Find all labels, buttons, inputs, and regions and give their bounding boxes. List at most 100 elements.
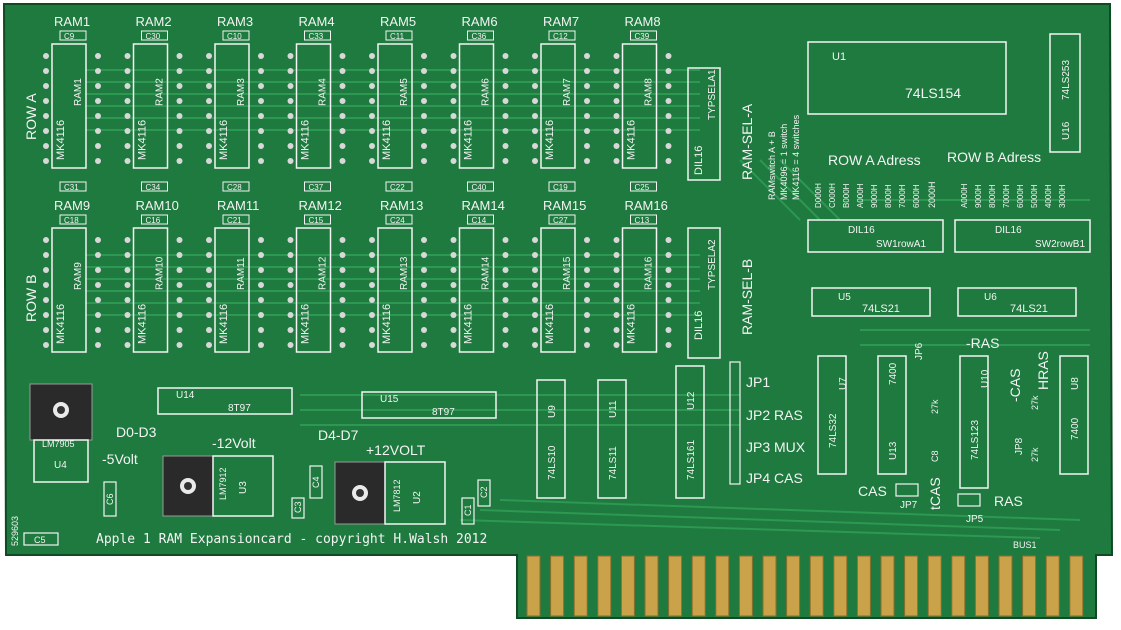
ram-ref-label: RAM1 bbox=[54, 14, 90, 29]
cap-label: C33 bbox=[309, 32, 324, 41]
svg-text:U16: U16 bbox=[1061, 121, 1072, 140]
edge-finger bbox=[597, 555, 612, 617]
edge-finger bbox=[691, 555, 706, 617]
edge-finger bbox=[904, 555, 919, 617]
address-value: 6000H bbox=[1016, 184, 1025, 208]
ram-ref-label: RAM11 bbox=[217, 198, 259, 213]
edge-finger bbox=[668, 555, 683, 617]
svg-text:74LS154: 74LS154 bbox=[905, 85, 961, 101]
svg-text:U12: U12 bbox=[686, 391, 697, 410]
ram-part-label: MK4116 bbox=[55, 120, 67, 160]
board-title: Apple 1 RAM Expansioncard - copyright H.… bbox=[96, 532, 487, 547]
svg-text:74LS253: 74LS253 bbox=[1061, 60, 1072, 100]
svg-text:74LS161: 74LS161 bbox=[686, 440, 697, 480]
u16-74ls253: 74LS253 U16 bbox=[1049, 33, 1081, 153]
ram-part-label: MK4116 bbox=[300, 120, 312, 160]
svg-text:MK4116 = 4 switches: MK4116 = 4 switches bbox=[791, 114, 801, 200]
svg-text:-5Volt: -5Volt bbox=[102, 451, 138, 467]
edge-finger bbox=[856, 555, 871, 617]
ram-part-label: MK4116 bbox=[626, 120, 638, 160]
cap-label: C40 bbox=[472, 183, 487, 192]
ras-top-label: -RAS bbox=[966, 335, 999, 351]
ramsel-b: DIL16 TYPSELA2 RAM-SEL-B bbox=[687, 227, 755, 359]
ram-ref-label: RAM3 bbox=[217, 14, 253, 29]
svg-text:U15: U15 bbox=[380, 394, 399, 405]
trace-layer bbox=[85, 69, 1090, 539]
u12-74ls161: 74LS161 U12 bbox=[675, 365, 705, 499]
svg-text:U10: U10 bbox=[980, 369, 991, 388]
ram-chip-label: RAM4 bbox=[318, 78, 329, 106]
ram-ref-label: RAM4 bbox=[299, 14, 335, 29]
svg-text:JP1: JP1 bbox=[746, 374, 770, 390]
address-value: 8000H bbox=[884, 184, 893, 208]
edge-finger bbox=[573, 555, 588, 617]
ram-part-label: MK4116 bbox=[300, 304, 312, 344]
cas-side-label: -CAS bbox=[1007, 369, 1023, 402]
svg-text:JP2 RAS: JP2 RAS bbox=[746, 407, 803, 423]
edge-finger bbox=[974, 555, 989, 617]
u13-7400: 7400 U13 bbox=[877, 355, 907, 475]
cap-label: C28 bbox=[227, 183, 242, 192]
edge-finger bbox=[762, 555, 777, 617]
ram-ref-label: RAM10 bbox=[136, 198, 179, 213]
u7-74ls32: 74LS32 U7 bbox=[817, 355, 849, 475]
svg-text:MK4096 = 1 switch: MK4096 = 1 switch bbox=[779, 124, 789, 200]
r27k-a: 27k bbox=[930, 399, 940, 414]
svg-text:74LS123: 74LS123 bbox=[970, 420, 981, 460]
ram-chip-label: RAM13 bbox=[399, 256, 410, 290]
edge-finger bbox=[927, 555, 942, 617]
edge-finger bbox=[715, 555, 730, 617]
address-value: 7000H bbox=[1002, 184, 1011, 208]
svg-text:DIL16: DIL16 bbox=[693, 146, 705, 175]
r27k-b: 27k bbox=[1030, 395, 1040, 410]
address-value: 7000H bbox=[898, 184, 907, 208]
ram-part-label: MK4116 bbox=[544, 304, 556, 344]
u5-74ls21: U5 74LS21 bbox=[811, 287, 931, 317]
u1-74ls154: U1 74LS154 bbox=[807, 41, 1007, 115]
ram-part-label: MK4116 bbox=[218, 304, 230, 344]
edge-finger bbox=[620, 555, 635, 617]
bus-label: BUS1 bbox=[1013, 540, 1037, 550]
address-value: 5000H bbox=[1030, 184, 1039, 208]
cap-label: C30 bbox=[146, 32, 161, 41]
ram-chip-label: RAM5 bbox=[399, 78, 410, 106]
cap-label: C31 bbox=[64, 183, 79, 192]
edge-finger bbox=[1022, 555, 1037, 617]
svg-text:U4: U4 bbox=[54, 460, 67, 471]
ram-ref-label: RAM6 bbox=[462, 14, 498, 29]
pcb-board bbox=[2, 3, 1114, 619]
cap-label: C18 bbox=[64, 216, 79, 225]
address-value: D000H bbox=[814, 183, 823, 208]
cap-label: C21 bbox=[227, 216, 242, 225]
ramsel-a: DIL16 TYPSELA1 RAM-SEL-A bbox=[687, 67, 755, 181]
ram-ref-label: RAM14 bbox=[462, 198, 505, 213]
edge-finger bbox=[550, 555, 565, 617]
ram-part-label: MK4116 bbox=[218, 120, 230, 160]
svg-text:74LS11: 74LS11 bbox=[608, 446, 619, 480]
svg-text:U14: U14 bbox=[176, 390, 195, 401]
jumper-column: JP1 JP2 RAS JP3 MUX JP4 CAS bbox=[729, 361, 806, 486]
ram-part-label: MK4116 bbox=[463, 304, 475, 344]
svg-text:-12Volt: -12Volt bbox=[212, 435, 256, 451]
svg-text:U13: U13 bbox=[888, 441, 899, 460]
svg-text:U11: U11 bbox=[608, 400, 619, 418]
u10-74ls123: 74LS123 U10 bbox=[959, 355, 991, 489]
svg-text:7400: 7400 bbox=[888, 362, 899, 385]
address-value: 8000H bbox=[988, 184, 997, 208]
ram-ref-label: RAM2 bbox=[136, 14, 172, 29]
svg-text:74LS32: 74LS32 bbox=[828, 413, 839, 448]
svg-text:SW2rowB1: SW2rowB1 bbox=[1035, 239, 1085, 250]
u4-lm7905: LM7905 U4 -5Volt bbox=[29, 383, 138, 483]
address-value: 9000H bbox=[974, 184, 983, 208]
edge-finger bbox=[644, 555, 659, 617]
d4-d7-label: D4-D7 bbox=[318, 427, 359, 443]
svg-text:8T97: 8T97 bbox=[228, 403, 251, 414]
svg-text:RAMswitch A + B: RAMswitch A + B bbox=[767, 131, 777, 200]
svg-text:TYPSELA1: TYPSELA1 bbox=[707, 69, 718, 120]
hras-label: HRAS bbox=[1035, 351, 1051, 390]
